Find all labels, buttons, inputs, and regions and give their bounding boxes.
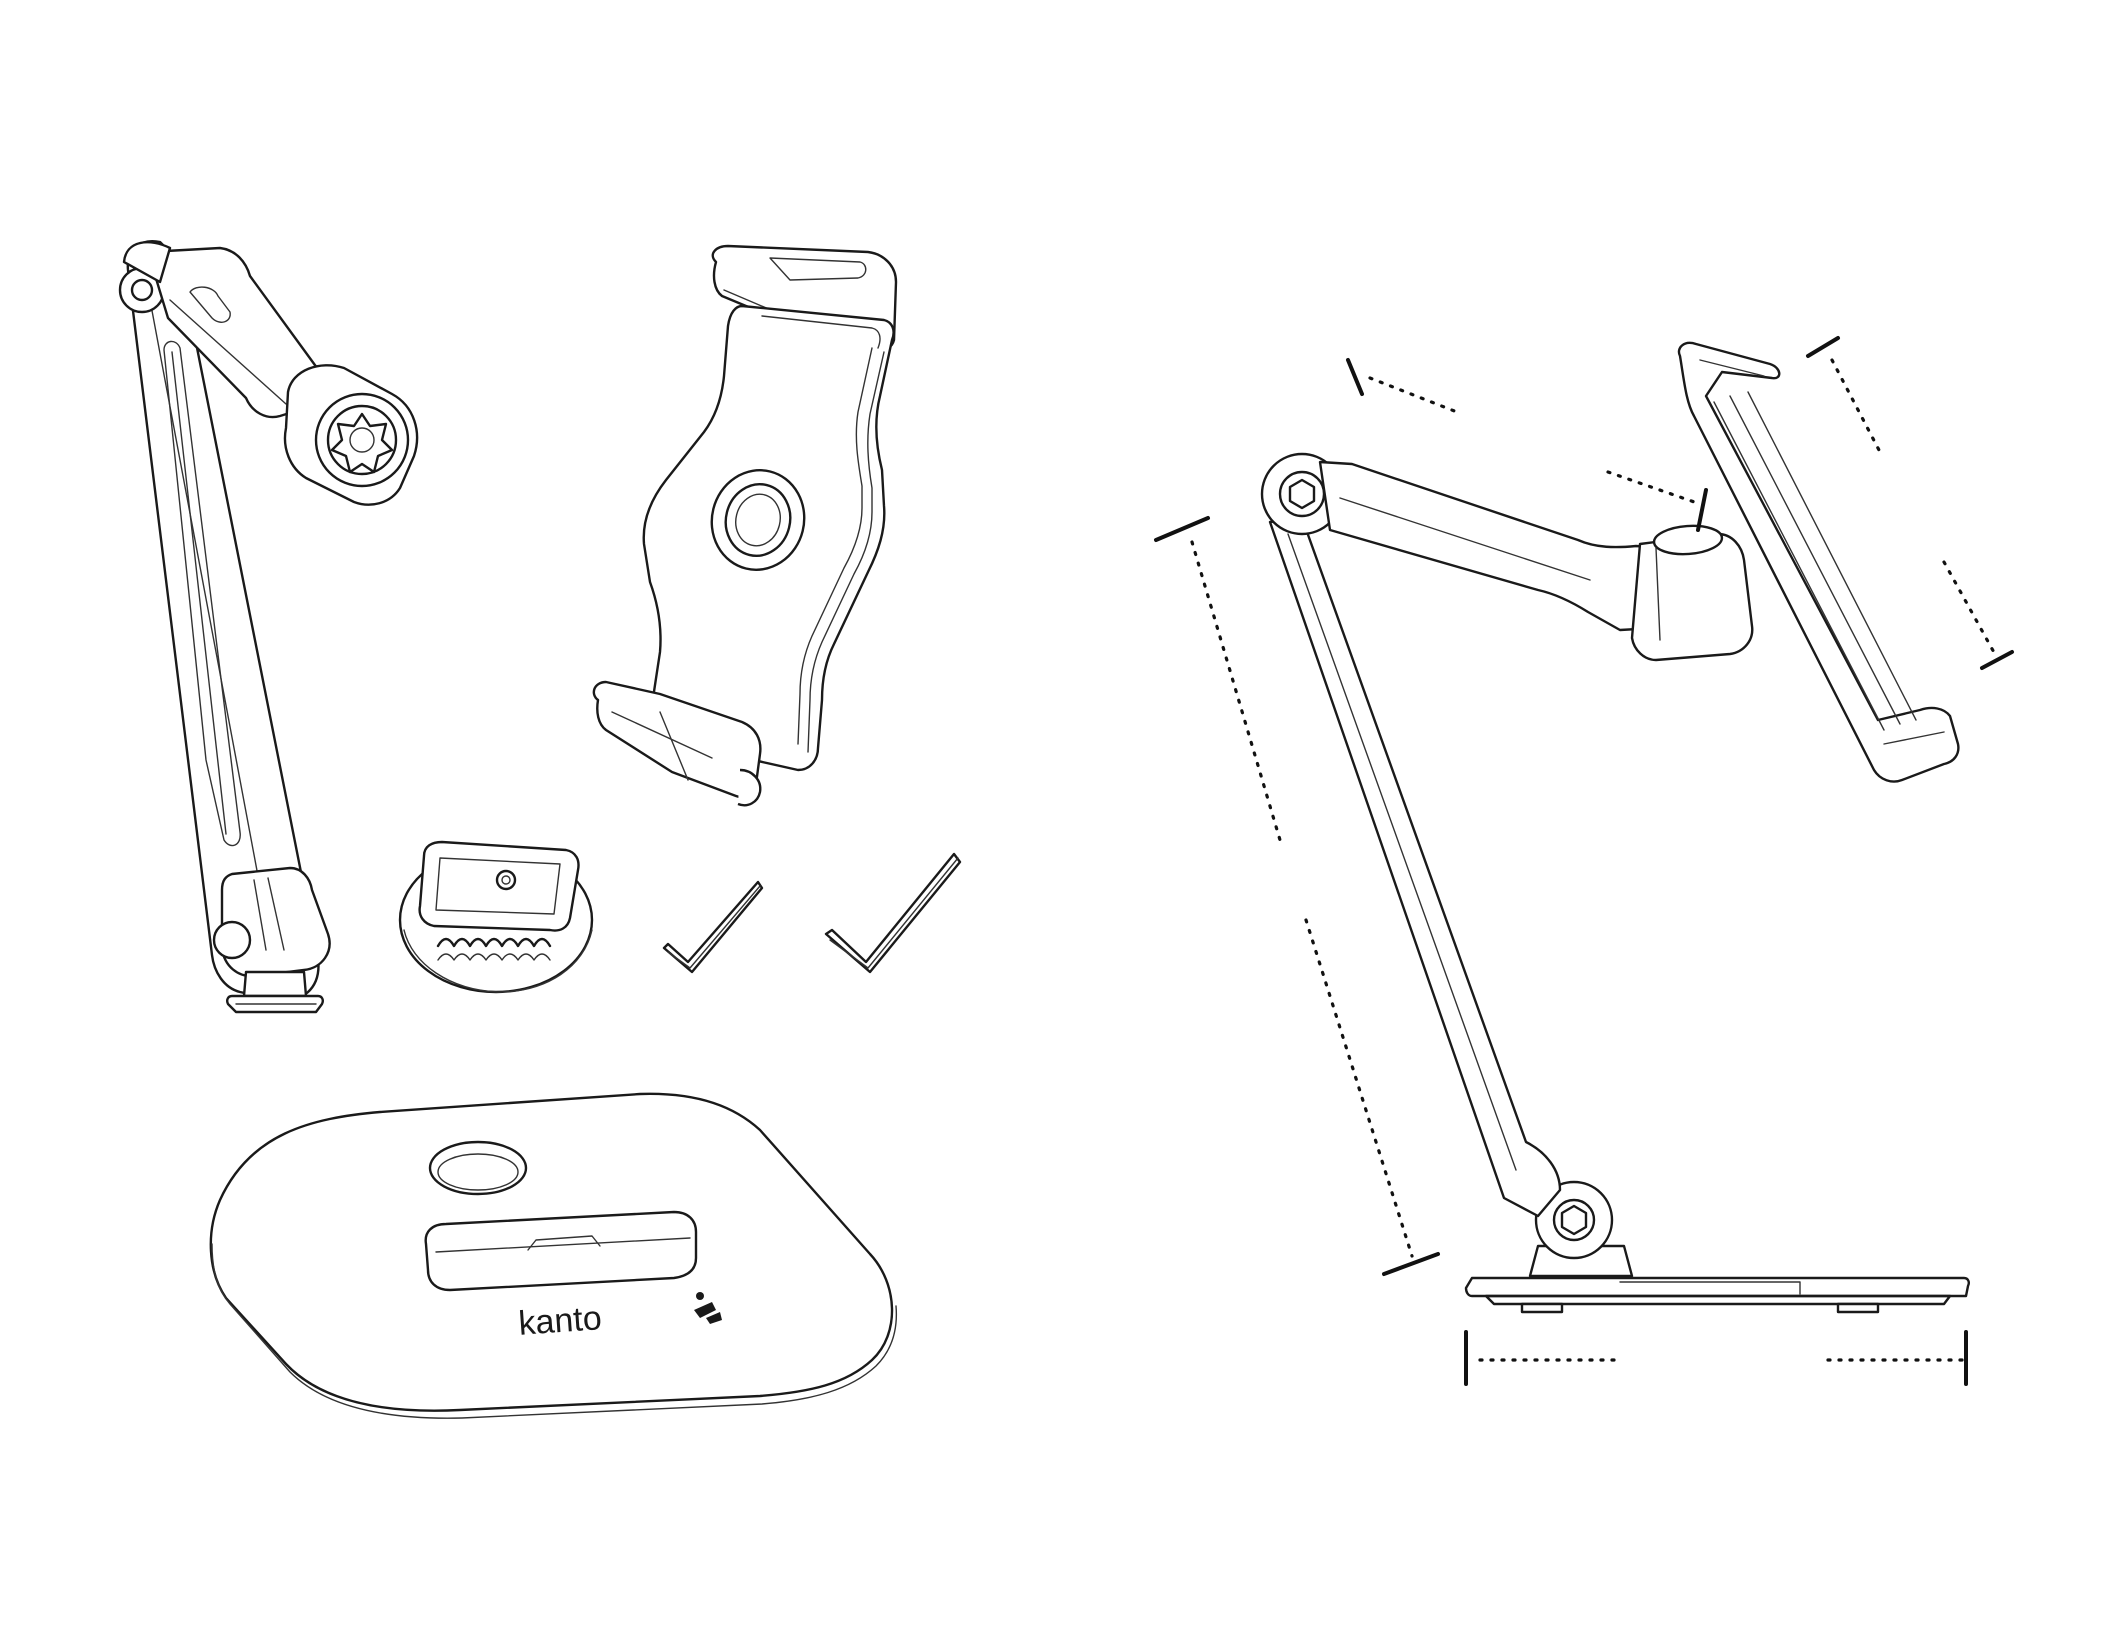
assembled-stand [1262,343,1969,1312]
weighted-base: kanto [211,1094,897,1418]
large-hex-key [826,854,960,972]
base-logo-text: kanto [517,1299,603,1343]
small-hex-key [664,882,762,972]
articulating-arm [120,241,417,1012]
quick-release-plate [400,842,592,992]
tablet-holder [594,246,896,805]
